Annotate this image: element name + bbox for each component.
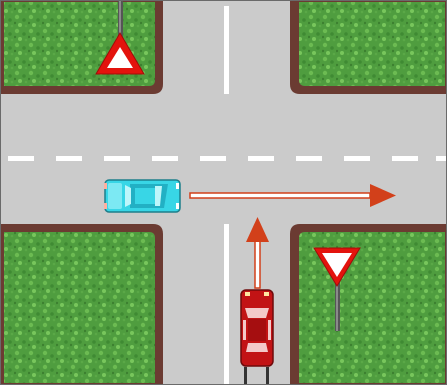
horizontal-dashed-centerline xyxy=(8,156,447,161)
east-direction-arrow xyxy=(189,184,396,207)
red-car xyxy=(240,289,274,385)
north-direction-arrow xyxy=(246,217,269,289)
grass-block-northwest xyxy=(0,0,163,94)
cyan-car xyxy=(104,179,181,213)
warning-triangle-icon xyxy=(95,0,145,75)
grass-block-northeast xyxy=(290,0,447,94)
grass-block-southwest xyxy=(0,224,163,385)
vertical-centerline-south xyxy=(224,224,229,385)
yield-sign-icon xyxy=(313,247,361,331)
vertical-centerline-north xyxy=(224,6,229,94)
